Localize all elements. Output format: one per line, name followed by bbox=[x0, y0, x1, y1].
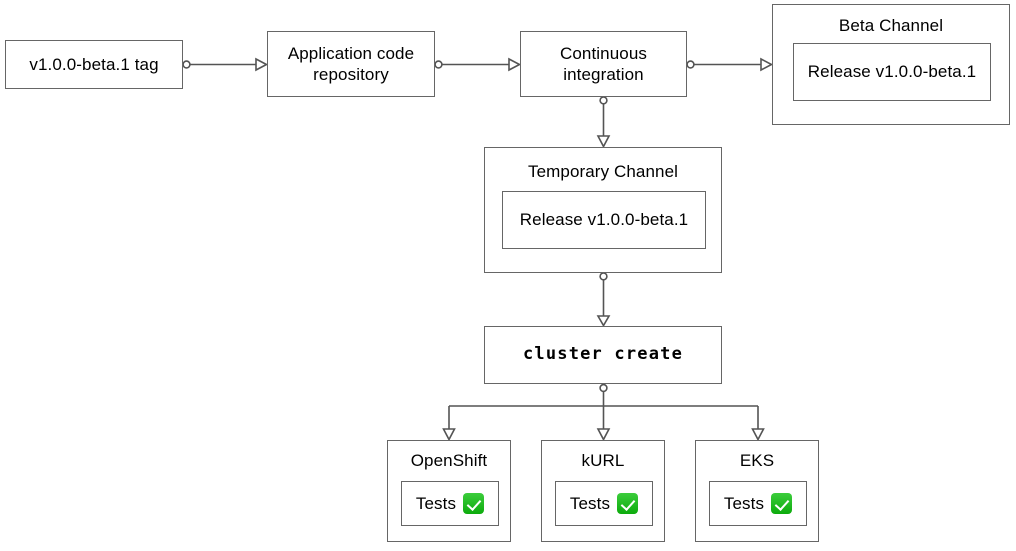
node-temporary-channel-title: Temporary Channel bbox=[527, 162, 679, 181]
edge-cluster-create-to-platforms bbox=[442, 383, 765, 442]
node-eks-tests-label: Tests bbox=[723, 493, 765, 513]
node-openshift-tests-label: Tests bbox=[415, 493, 457, 513]
node-temporary-channel-release-box[interactable]: Release v1.0.0-beta.1 bbox=[502, 191, 706, 249]
node-cluster-create[interactable]: cluster create bbox=[484, 326, 722, 384]
green-check-icon bbox=[771, 493, 793, 514]
edge-tag-to-repo bbox=[182, 57, 269, 72]
node-beta-channel-release-label: Release v1.0.0-beta.1 bbox=[807, 62, 977, 82]
node-beta-channel-release-box[interactable]: Release v1.0.0-beta.1 bbox=[793, 43, 991, 101]
node-continuous-integration[interactable]: Continuous integration bbox=[520, 31, 687, 97]
node-beta-channel-title: Beta Channel bbox=[838, 16, 944, 35]
edge-temporary-channel-to-cluster-create bbox=[596, 272, 611, 328]
green-check-icon bbox=[617, 493, 639, 514]
node-openshift-title: OpenShift bbox=[410, 451, 488, 470]
node-temporary-channel-release-label: Release v1.0.0-beta.1 bbox=[519, 210, 689, 230]
edge-ci-to-beta-channel bbox=[686, 57, 774, 72]
node-kurl-tests-box[interactable]: Tests bbox=[555, 481, 653, 526]
node-eks-tests-box[interactable]: Tests bbox=[709, 481, 807, 526]
edge-repo-to-ci bbox=[434, 57, 522, 72]
node-version-tag[interactable]: v1.0.0-beta.1 tag bbox=[5, 40, 183, 89]
node-eks-title: EKS bbox=[739, 451, 775, 470]
node-eks[interactable]: EKS Tests bbox=[695, 440, 819, 542]
node-openshift[interactable]: OpenShift Tests bbox=[387, 440, 511, 542]
node-continuous-integration-label: Continuous integration bbox=[559, 43, 647, 84]
node-application-code-repository-label: Application code repository bbox=[287, 43, 415, 84]
green-check-icon bbox=[463, 493, 485, 514]
edge-ci-to-temporary-channel bbox=[596, 96, 611, 149]
node-cluster-create-label: cluster create bbox=[522, 344, 684, 365]
node-application-code-repository[interactable]: Application code repository bbox=[267, 31, 435, 97]
node-temporary-channel[interactable]: Temporary Channel Release v1.0.0-beta.1 bbox=[484, 147, 722, 273]
node-openshift-tests-box[interactable]: Tests bbox=[401, 481, 499, 526]
node-kurl-tests-label: Tests bbox=[569, 493, 611, 513]
node-beta-channel[interactable]: Beta Channel Release v1.0.0-beta.1 bbox=[772, 4, 1010, 125]
node-kurl-title: kURL bbox=[581, 451, 625, 470]
node-version-tag-label: v1.0.0-beta.1 tag bbox=[29, 54, 159, 74]
node-kurl[interactable]: kURL Tests bbox=[541, 440, 665, 542]
